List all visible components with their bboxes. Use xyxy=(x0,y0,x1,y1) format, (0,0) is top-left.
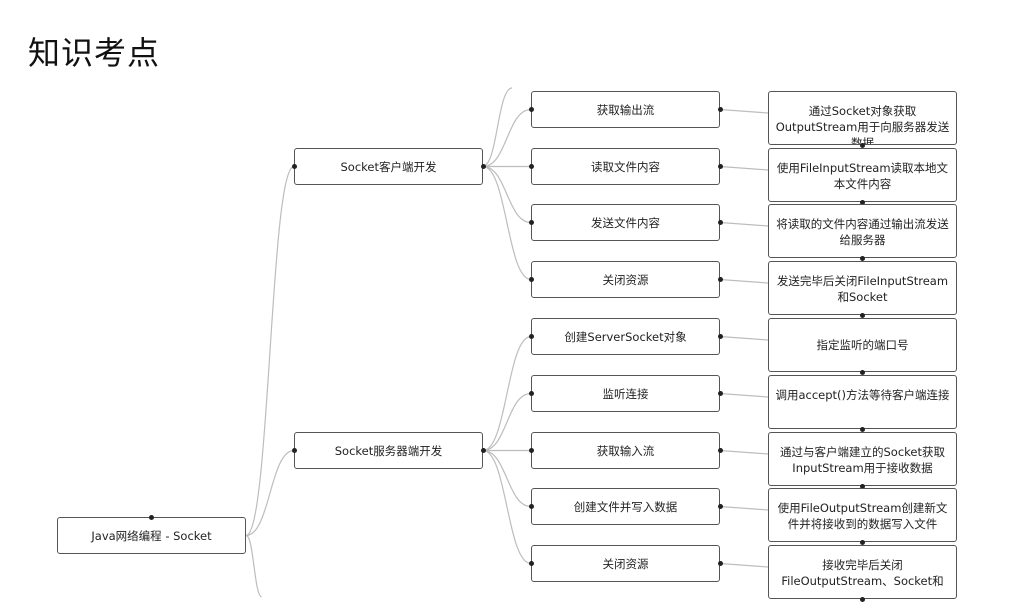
step-out-handle xyxy=(717,107,723,112)
step-node[interactable]: 关闭资源 xyxy=(531,261,720,298)
step-in-handle xyxy=(528,391,534,396)
detail-node[interactable]: 指定监听的端口号 xyxy=(768,318,957,372)
detail-node[interactable]: 使用FileInputStream读取本地文本文件内容 xyxy=(768,148,957,202)
connector-root-offscreen xyxy=(245,534,263,597)
branch-node[interactable]: Socket服务器端开发 xyxy=(294,432,483,469)
detail-bottom-handle xyxy=(860,483,865,489)
connector-root-branch xyxy=(245,165,295,537)
connector-step-detail xyxy=(719,392,769,398)
detail-bottom-handle xyxy=(860,255,865,261)
connector-branch-step xyxy=(482,165,532,224)
branch-out-handle xyxy=(480,448,486,453)
connector-client-offscreen xyxy=(482,87,513,167)
step-node[interactable]: 获取输出流 xyxy=(531,91,720,128)
connector-branch-step xyxy=(482,449,532,508)
detail-bottom-handle xyxy=(860,199,865,205)
connector-step-detail xyxy=(719,221,769,227)
step-in-handle xyxy=(528,561,534,566)
detail-bottom-handle xyxy=(860,539,865,545)
step-out-handle xyxy=(717,334,723,339)
branch-node[interactable]: Socket客户端开发 xyxy=(294,148,483,185)
connector-step-detail xyxy=(719,165,769,171)
detail-node[interactable]: 调用accept()方法等待客户端连接 xyxy=(768,375,957,429)
connector-branch-step xyxy=(482,449,532,565)
connector-step-detail xyxy=(719,505,769,511)
connector-step-detail xyxy=(719,562,769,568)
detail-bottom-handle xyxy=(860,369,865,375)
connector-step-detail xyxy=(719,335,769,341)
step-in-handle xyxy=(528,504,534,509)
detail-node[interactable]: 通过Socket对象获取OutputStream用于向服务器发送数据 xyxy=(768,91,957,145)
step-in-handle xyxy=(528,107,534,112)
detail-node[interactable]: 将读取的文件内容通过输出流发送给服务器 xyxy=(768,204,957,258)
step-node[interactable]: 监听连接 xyxy=(531,375,720,412)
step-in-handle xyxy=(528,277,534,282)
step-out-handle xyxy=(717,391,723,396)
connector-step-detail xyxy=(719,108,769,114)
step-in-handle xyxy=(528,334,534,339)
step-in-handle xyxy=(528,448,534,453)
connector-branch-step xyxy=(482,165,532,281)
root-node[interactable]: Java网络编程 - Socket xyxy=(57,517,246,554)
branch-in-handle xyxy=(291,164,297,169)
connector-step-detail xyxy=(719,449,769,455)
connector-branch-step xyxy=(482,392,532,452)
detail-bottom-handle xyxy=(860,142,865,148)
step-out-handle xyxy=(717,504,723,509)
connector-root-branch xyxy=(245,449,295,537)
root-top-handle xyxy=(149,514,154,520)
step-node[interactable]: 关闭资源 xyxy=(531,545,720,582)
step-node[interactable]: 获取输入流 xyxy=(531,432,720,469)
step-in-handle xyxy=(528,164,534,169)
step-out-handle xyxy=(717,561,723,566)
detail-bottom-handle xyxy=(860,596,865,602)
step-node[interactable]: 发送文件内容 xyxy=(531,204,720,241)
page-title: 知识考点 xyxy=(28,34,161,72)
detail-node[interactable]: 发送完毕后关闭FileInputStream和Socket xyxy=(768,261,957,315)
step-node[interactable]: 读取文件内容 xyxy=(531,148,720,185)
branch-out-handle xyxy=(480,164,486,169)
step-node[interactable]: 创建ServerSocket对象 xyxy=(531,318,720,355)
detail-bottom-handle xyxy=(860,426,865,432)
step-in-handle xyxy=(528,220,534,225)
step-out-handle xyxy=(717,277,723,282)
detail-bottom-handle xyxy=(860,312,865,318)
step-node[interactable]: 创建文件并写入数据 xyxy=(531,488,720,525)
branch-in-handle xyxy=(291,448,297,453)
detail-node[interactable]: 通过与客户端建立的Socket获取InputStream用于接收数据 xyxy=(768,432,957,486)
connector-step-detail xyxy=(719,278,769,284)
detail-node[interactable]: 使用FileOutputStream创建新文件并将接收到的数据写入文件 xyxy=(768,488,957,542)
step-out-handle xyxy=(717,448,723,453)
connector-branch-step xyxy=(482,108,532,168)
detail-node[interactable]: 接收完毕后关闭FileOutputStream、Socket和 xyxy=(768,545,957,599)
connector-branch-step xyxy=(482,335,532,452)
step-out-handle xyxy=(717,164,723,169)
step-out-handle xyxy=(717,220,723,225)
